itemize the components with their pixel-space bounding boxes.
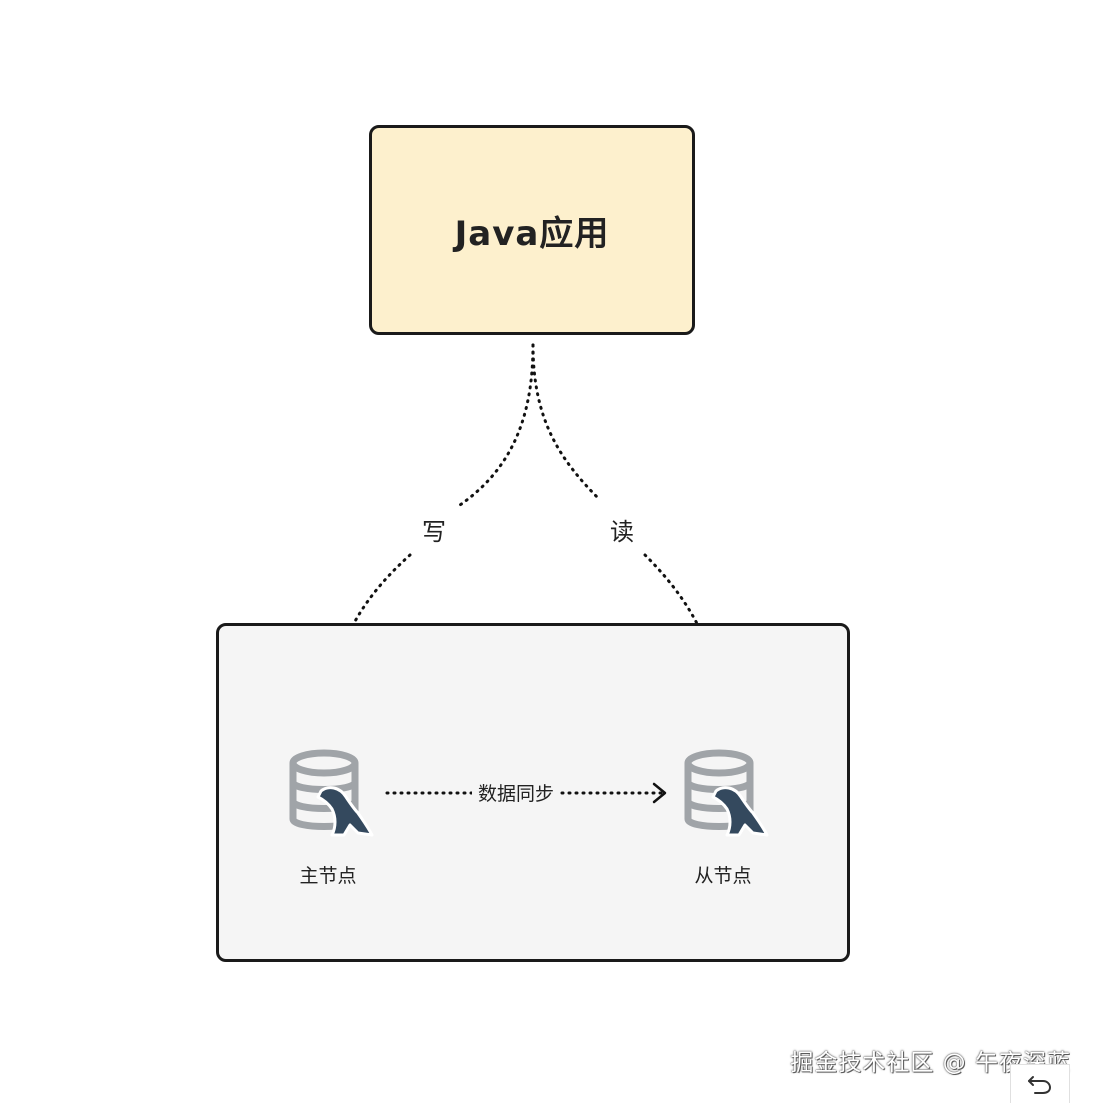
- mysql-database-icon[interactable]: [288, 749, 374, 839]
- master-node-label: 主节点: [299, 865, 357, 887]
- undo-icon: [1028, 1076, 1052, 1094]
- slave-node-label: 从节点: [694, 865, 752, 887]
- mysql-database-icon[interactable]: [683, 749, 769, 839]
- app-title: Java应用: [454, 213, 610, 254]
- sync-label: 数据同步: [472, 782, 561, 806]
- undo-button[interactable]: [1010, 1064, 1070, 1103]
- read-label: 读: [606, 516, 638, 548]
- dolphin-icon: [711, 786, 769, 837]
- java-app-box[interactable]: Java应用: [369, 125, 695, 335]
- dolphin-icon: [316, 786, 374, 837]
- write-label: 写: [418, 516, 450, 548]
